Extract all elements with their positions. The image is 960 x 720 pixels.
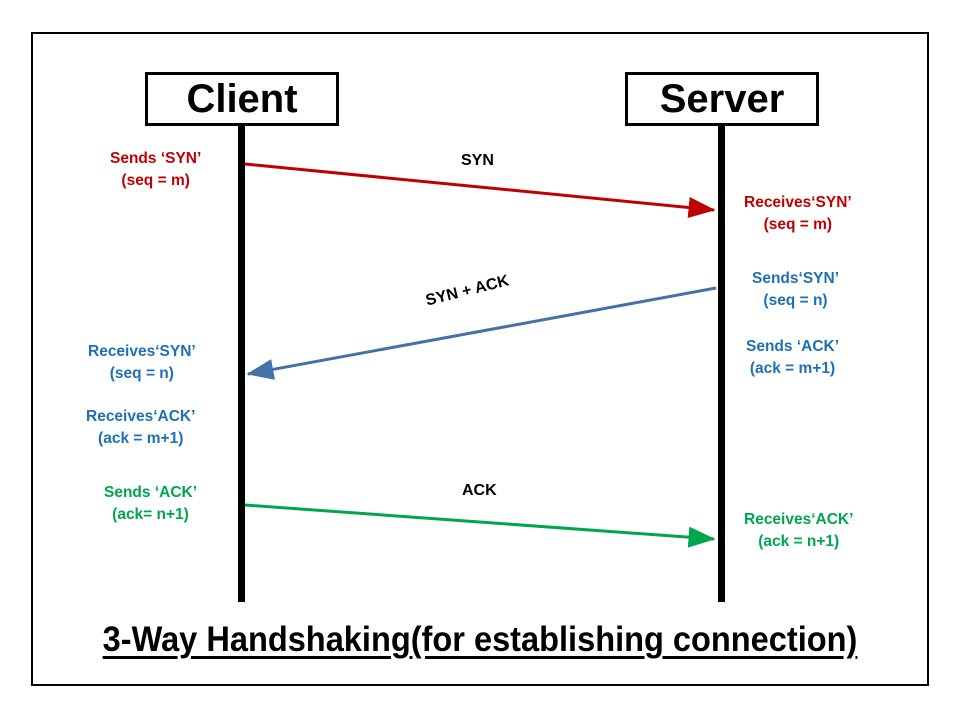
lifeline-client: [238, 125, 245, 602]
annotation-server-receives-ack: Receives‘ACK’ (ack = n+1): [744, 509, 853, 554]
annotation-server-sends-ack: Sends ‘ACK’ (ack = m+1): [746, 336, 839, 381]
annotation-server-sends-syn: Sends‘SYN’ (seq = n): [752, 268, 839, 313]
annotation-line-1: Receives‘ACK’: [744, 511, 854, 528]
annotation-client-receives-ack: Receives‘ACK’ (ack = m+1): [86, 406, 195, 451]
annotation-line-1: Receives‘SYN’: [744, 194, 852, 211]
annotation-line-2: (ack = n+1): [758, 533, 840, 551]
diagram-title: 3-Way Handshaking(for establishing conne…: [102, 620, 858, 659]
annotation-line-2: (ack= n+1): [112, 506, 189, 524]
message-label-syn: SYN: [461, 152, 494, 169]
annotation-line-1: Sends‘SYN’: [752, 270, 839, 287]
annotation-line-1: Receives‘ACK’: [86, 408, 196, 425]
annotation-client-sends-syn: Sends ‘SYN’ (seq = m): [110, 148, 201, 193]
participant-box-client: Client: [145, 72, 339, 126]
annotation-line-1: Sends ‘ACK’: [746, 338, 840, 355]
annotation-client-sends-ack: Sends ‘ACK’ (ack= n+1): [104, 482, 197, 527]
participant-box-server: Server: [625, 72, 819, 126]
participant-label-server: Server: [659, 76, 785, 121]
annotation-line-2: (ack = m+1): [749, 360, 836, 378]
participant-label-client: Client: [186, 76, 298, 121]
annotation-line-2: (seq = m): [763, 216, 833, 234]
annotation-client-receives-syn: Receives‘SYN’ (seq = n): [88, 341, 196, 386]
annotation-line-2: (seq = m): [121, 172, 190, 190]
lifeline-server: [718, 125, 725, 602]
annotation-line-2: (seq = n): [109, 365, 174, 383]
annotation-line-1: Sends ‘ACK’: [104, 484, 198, 501]
annotation-line-1: Receives‘SYN’: [88, 343, 196, 360]
annotation-server-receives-syn: Receives‘SYN’ (seq = m): [744, 192, 852, 237]
message-label-ack: ACK: [462, 482, 497, 499]
annotation-line-1: Sends ‘SYN’: [110, 150, 202, 167]
annotation-line-2: (ack = m+1): [98, 430, 184, 448]
annotation-line-2: (seq = n): [763, 292, 828, 310]
